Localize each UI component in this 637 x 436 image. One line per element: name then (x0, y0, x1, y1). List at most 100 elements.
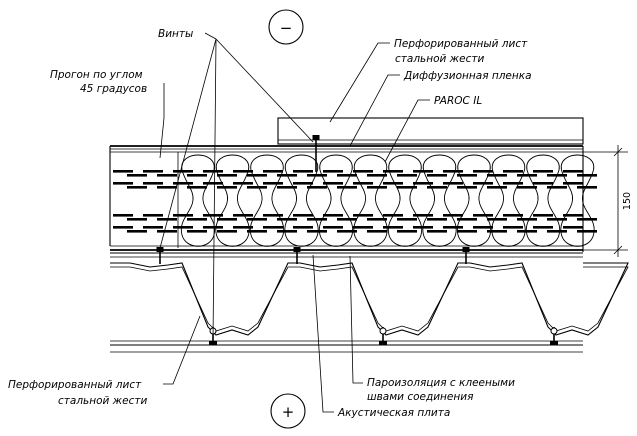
insulation-dash (563, 214, 583, 217)
label-purlin-line2: 45 градусов (80, 83, 147, 95)
insulation-dash (563, 182, 583, 185)
insulation-dash (473, 226, 493, 229)
insulation-dash (353, 170, 373, 173)
insulation-dash (307, 218, 327, 221)
insulation-dash (383, 182, 403, 185)
insulation-dash (247, 186, 267, 189)
insulation-dash (413, 170, 433, 173)
insulation-dash (127, 230, 147, 233)
insulation-dash (233, 214, 253, 217)
paroc-insulation-loops (180, 154, 595, 247)
insulation-dash (353, 182, 373, 185)
insulation-dash (277, 186, 297, 189)
insulation-dash (577, 174, 597, 177)
label-perforated-top-line1: Перфорированный лист (394, 38, 528, 50)
insulation-dash (157, 186, 177, 189)
insulation-dash (323, 182, 343, 185)
insulation-dash (443, 226, 463, 229)
screw-head (293, 247, 301, 252)
insulation-dash (203, 170, 223, 173)
insulation-dash (353, 214, 373, 217)
insulation-dash (277, 218, 297, 221)
screw-head (379, 341, 387, 345)
insulation-dash (367, 174, 387, 177)
insulation-dash (323, 226, 343, 229)
insulation-dash (173, 170, 193, 173)
insulation-dash (397, 186, 417, 189)
insulation-dash (127, 218, 147, 221)
insulation-dash (353, 226, 373, 229)
label-vapor-barrier-line2: швами соединения (367, 391, 473, 403)
screw (293, 247, 301, 264)
insulation-dash (547, 230, 567, 233)
screw-head (156, 247, 164, 252)
insulation-dash (457, 174, 477, 177)
leader-lines (159, 32, 430, 413)
insulation-dash (413, 214, 433, 217)
insulation-loop (387, 154, 423, 247)
insulation-dash (323, 214, 343, 217)
insulation-dash (413, 182, 433, 185)
insulation-dash (533, 214, 553, 217)
insulation-loop (525, 154, 561, 247)
label-perforated-bottom-line2: стальной жести (58, 395, 147, 407)
insulation-dash (293, 214, 313, 217)
screw-washer (550, 327, 558, 335)
profiled-steel-deck (110, 262, 629, 336)
insulation-dash (307, 230, 327, 233)
insulation-dash (263, 214, 283, 217)
insulation-loop (422, 154, 457, 247)
insulation-dash (517, 218, 537, 221)
insulation-dash (457, 230, 477, 233)
label-screws: Винты (158, 28, 193, 40)
labels: Винты Прогон по углом 45 градусов Перфор… (8, 28, 532, 419)
insulation-dash (233, 170, 253, 173)
insulation-dash (263, 226, 283, 229)
insulation-dash (143, 182, 163, 185)
insulation-dash (517, 174, 537, 177)
insulation-dash (217, 230, 237, 233)
insulation-dash (577, 218, 597, 221)
insulation-loop (560, 154, 595, 247)
screw (312, 135, 320, 172)
insulation-dash (113, 170, 133, 173)
insulation-dash (247, 218, 267, 221)
insulation-loop (318, 154, 354, 247)
insulation-loop (284, 154, 319, 247)
insulation-dash (473, 182, 493, 185)
insulation-dash (427, 174, 447, 177)
insulation-dash (487, 230, 507, 233)
insulation-dash (427, 218, 447, 221)
insulation-dash (487, 174, 507, 177)
insulation-dash (203, 226, 223, 229)
plus-sign: + (282, 403, 295, 421)
insulation-dash (383, 170, 403, 173)
insulation-dash (503, 170, 523, 173)
insulation-dash (367, 186, 387, 189)
insulation-dash (187, 186, 207, 189)
insulation-dash (173, 214, 193, 217)
insulation-dash (337, 174, 357, 177)
insulation-dash (203, 214, 223, 217)
screw (156, 247, 164, 264)
insulation-loop (215, 154, 250, 247)
insulation-dash (563, 170, 583, 173)
insulation-dash (517, 230, 537, 233)
insulation-dash (383, 226, 403, 229)
insulation-dash (487, 186, 507, 189)
insulation-loop (249, 154, 285, 247)
screw (462, 247, 470, 264)
insulation-dash (443, 170, 463, 173)
bottom-flange (110, 340, 583, 353)
insulation-dash (577, 186, 597, 189)
insulation-dash (277, 230, 297, 233)
insulation-dash (143, 170, 163, 173)
insulation-dash (293, 182, 313, 185)
top-steel-plate (277, 117, 584, 145)
insulation-dash (263, 182, 283, 185)
insulation-dash (203, 182, 223, 185)
insulation-dash (457, 218, 477, 221)
insulation-dash (217, 186, 237, 189)
insulation-dash (293, 226, 313, 229)
